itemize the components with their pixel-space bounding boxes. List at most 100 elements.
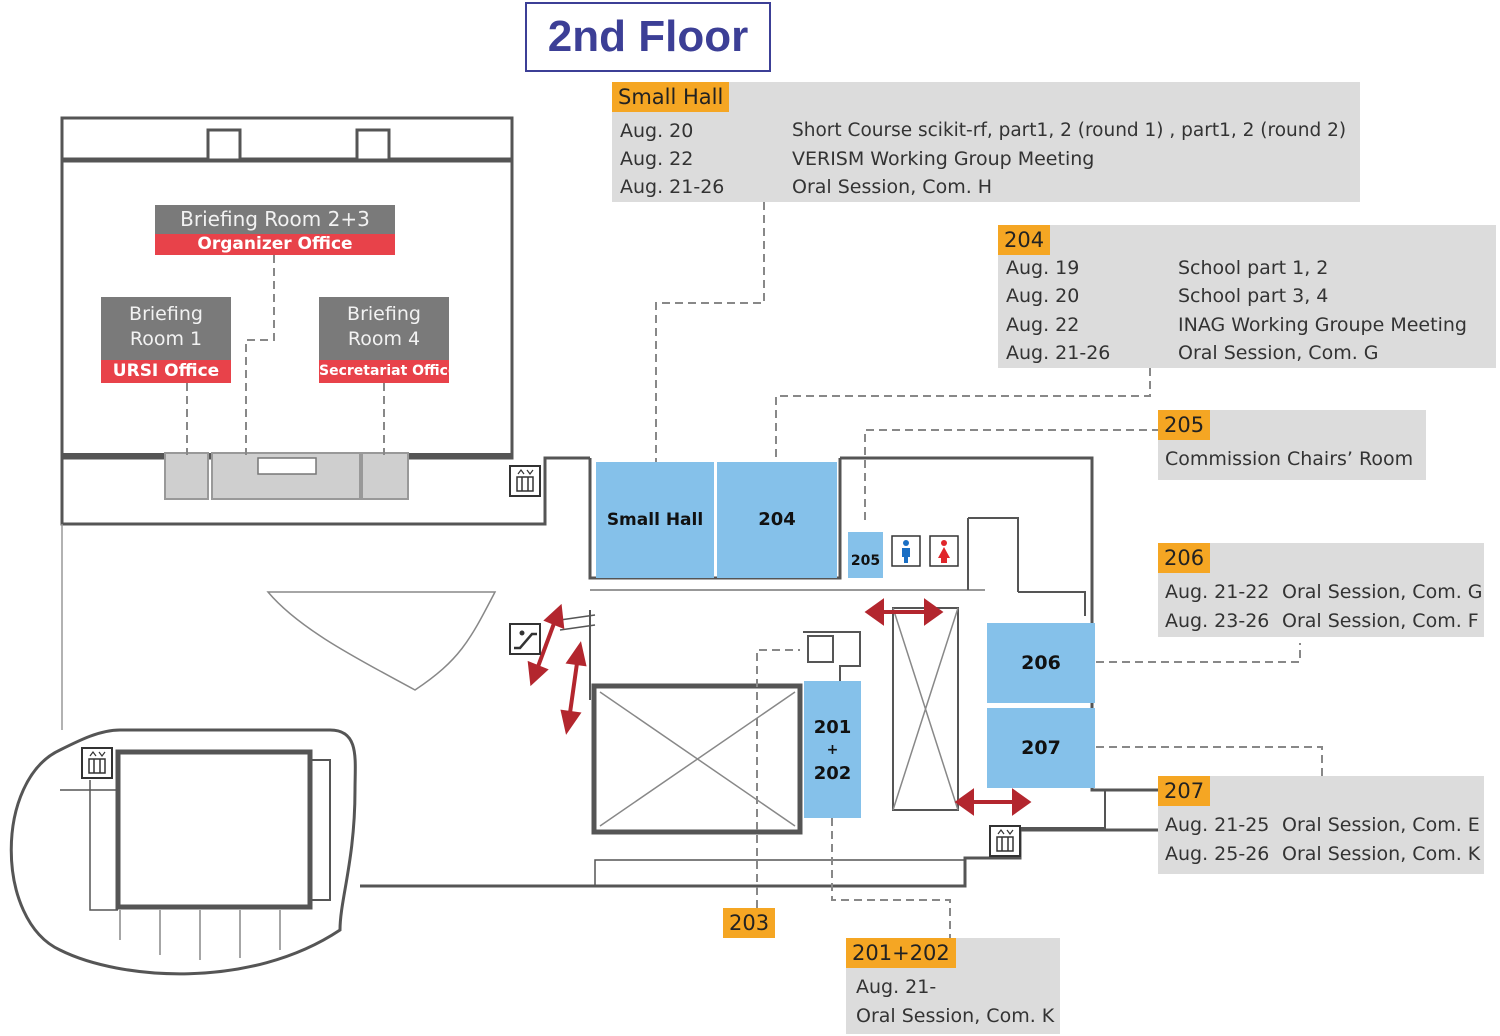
corridor-box <box>164 452 209 500</box>
room-202-label: 202 <box>813 763 852 784</box>
secretariat-office-label: Secretariat Office <box>319 363 458 379</box>
briefing-room-4-line1: Briefing <box>347 303 421 325</box>
floor-title: 2nd Floor <box>525 2 771 72</box>
secretariat-office[interactable]: Secretariat Office <box>319 360 457 383</box>
room-204[interactable]: 204 <box>717 462 837 578</box>
schedule-event: School part 3, 4 <box>1178 285 1329 307</box>
wall <box>594 859 965 886</box>
male-restroom-icon <box>891 535 921 567</box>
schedule-date: Aug. 21- <box>856 976 937 998</box>
schedule-date: Aug. 20 <box>620 120 694 142</box>
room-small-hall-label: Small Hall <box>606 510 704 530</box>
corridor-box <box>361 452 409 500</box>
wall <box>360 828 1160 888</box>
schedule-date: Aug. 21-26 <box>1006 342 1111 364</box>
schedule-date: Aug. 22 <box>620 148 694 170</box>
schedule-event: Oral Session, Com. E <box>1282 814 1480 836</box>
core-box <box>807 635 834 663</box>
schedule-tag-203: 203 <box>723 908 776 938</box>
room-205[interactable]: 205 <box>848 532 883 578</box>
wall <box>588 458 842 580</box>
column <box>355 128 391 162</box>
schedule-tag-204: 204 <box>998 225 1051 255</box>
shaft-cross <box>892 607 959 811</box>
briefing-room-4-line2: Room 4 <box>347 328 421 350</box>
briefing-room-1[interactable]: Briefing Room 1 <box>101 297 231 360</box>
room-204-label: 204 <box>758 509 796 530</box>
schedule-event: Commission Chairs’ Room <box>1165 448 1414 470</box>
wall <box>1090 616 1160 792</box>
schedule-tag-small-hall: Small Hall <box>612 82 730 112</box>
briefing-room-1-line2: Room 1 <box>129 328 203 350</box>
room-201-label: 201 <box>813 717 852 738</box>
elevator-icon <box>81 747 113 779</box>
ursi-office[interactable]: URSI Office <box>101 360 231 383</box>
room-plus-label: + <box>826 742 839 758</box>
restroom-wall <box>1018 591 1086 616</box>
schedule-tag-201-202: 201+202 <box>846 938 956 968</box>
column <box>206 128 242 162</box>
schedule-date: Aug. 20 <box>1006 285 1080 307</box>
schedule-panel-201-202: 201+202 Aug. 21- Oral Session, Com. K <box>846 938 1060 1034</box>
void-area <box>591 683 803 835</box>
schedule-tag-205: 205 <box>1158 410 1211 440</box>
briefing-room-2-3[interactable]: Briefing Room 2+3 <box>155 205 395 234</box>
restroom-wall <box>967 517 1019 592</box>
schedule-panel-205: 205 Commission Chairs’ Room <box>1158 410 1426 480</box>
oval-hall-wall <box>310 759 331 901</box>
briefing-room-2-3-label: Briefing Room 2+3 <box>180 207 370 231</box>
organizer-office[interactable]: Organizer Office <box>155 234 395 255</box>
leader-lines <box>186 202 1323 938</box>
schedule-event: Oral Session, Com. H <box>792 176 993 198</box>
corridor-wall <box>60 456 590 526</box>
schedule-panel-207: 207 Aug. 21-25 Oral Session, Com. E Aug.… <box>1158 776 1484 874</box>
room-small-hall[interactable]: Small Hall <box>596 462 714 578</box>
schedule-event: Oral Session, Com. K <box>856 1005 1055 1027</box>
ursi-office-label: URSI Office <box>112 361 220 381</box>
oval-hall-seating <box>119 910 281 960</box>
elevator-icon <box>509 465 541 497</box>
room-207[interactable]: 207 <box>987 708 1095 788</box>
wall <box>1020 789 1160 829</box>
schedule-date: Aug. 21-22 <box>1165 581 1270 603</box>
lobby-feature <box>266 591 497 691</box>
schedule-date: Aug. 19 <box>1006 257 1080 279</box>
wall <box>840 456 1094 616</box>
schedule-event: INAG Working Groupe Meeting <box>1178 314 1467 336</box>
room-201-202[interactable]: 201 + 202 <box>804 681 861 818</box>
female-restroom-icon <box>929 535 959 567</box>
schedule-event: Oral Session, Com. K <box>1282 843 1481 865</box>
room-206[interactable]: 206 <box>987 623 1095 703</box>
briefing-block-outline <box>60 116 514 460</box>
elevator-icon <box>989 825 1021 857</box>
room-207-label: 207 <box>1021 737 1061 759</box>
schedule-date: Aug. 22 <box>1006 314 1080 336</box>
schedule-event: School part 1, 2 <box>1178 257 1329 279</box>
room-205-label: 205 <box>850 553 881 569</box>
schedule-tag-206: 206 <box>1158 543 1211 573</box>
schedule-date: Aug. 23-26 <box>1165 610 1270 632</box>
schedule-event: VERISM Working Group Meeting <box>792 148 1095 170</box>
schedule-event: Oral Session, Com. F <box>1282 610 1479 632</box>
schedule-date: Aug. 21-26 <box>620 176 725 198</box>
corridor-box <box>211 452 361 500</box>
schedule-panel-206: 206 Aug. 21-22 Oral Session, Com. G Aug.… <box>1158 543 1484 637</box>
room-206-label: 206 <box>1021 652 1061 674</box>
briefing-room-4[interactable]: Briefing Room 4 <box>319 297 449 360</box>
schedule-event: Short Course scikit-rf, part1, 2 (round … <box>792 120 1347 141</box>
schedule-event: Oral Session, Com. G <box>1178 342 1379 364</box>
corridor-notch <box>257 457 317 475</box>
oval-hall-outline <box>9 728 357 976</box>
escalator-icon <box>509 623 541 655</box>
schedule-panel-small-hall: Small Hall Aug. 20 Short Course scikit-r… <box>612 82 1360 202</box>
schedule-date: Aug. 25-26 <box>1165 843 1270 865</box>
oval-hall-wall <box>60 780 118 911</box>
organizer-office-label: Organizer Office <box>197 234 353 254</box>
briefing-room-1-line1: Briefing <box>129 303 203 325</box>
schedule-event: Oral Session, Com. G <box>1282 581 1483 603</box>
two-way-arrow-icon <box>527 598 1032 816</box>
schedule-date: Aug. 21-25 <box>1165 814 1270 836</box>
void-cross <box>599 691 796 827</box>
